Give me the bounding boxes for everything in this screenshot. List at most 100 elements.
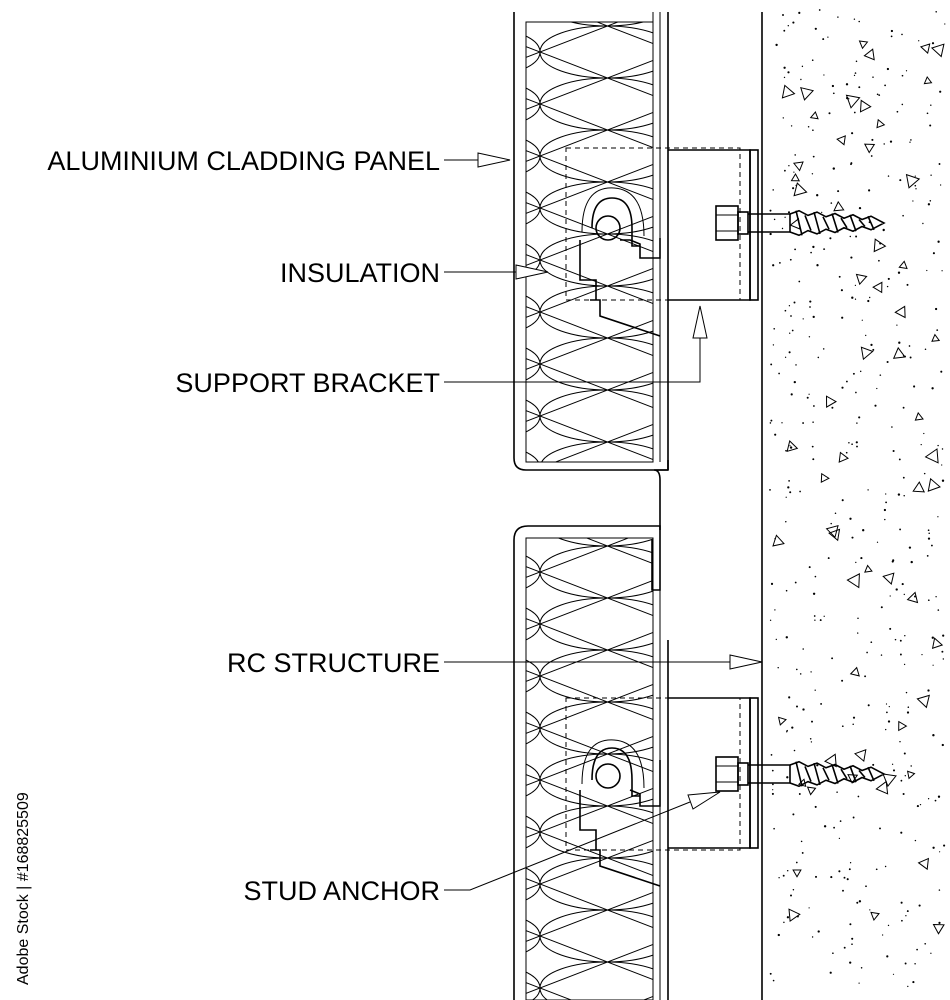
concrete-dot: [932, 734, 935, 737]
concrete-dot: [908, 546, 912, 549]
concrete-dot: [881, 934, 884, 936]
concrete-dot: [836, 791, 838, 793]
concrete-dot: [788, 351, 791, 354]
concrete-dot: [798, 11, 801, 14]
concrete-dot: [916, 805, 919, 808]
concrete-dot: [884, 865, 887, 868]
concrete-dot: [913, 385, 916, 388]
concrete-dot: [896, 110, 899, 113]
concrete-dot: [941, 743, 944, 747]
concrete-dot: [874, 404, 877, 407]
concrete-dot: [886, 285, 889, 288]
concrete-dot: [812, 315, 815, 319]
concrete-dot: [798, 793, 801, 795]
concrete-dot: [889, 595, 891, 597]
concrete-dot: [930, 104, 932, 106]
concrete-dot: [777, 666, 779, 669]
concrete-dot: [934, 799, 937, 802]
concrete-dot: [848, 441, 850, 444]
concrete-dot: [774, 609, 776, 611]
concrete-dot: [922, 222, 924, 225]
concrete-dot: [927, 537, 931, 540]
concrete-dot: [870, 155, 873, 157]
concrete-dot: [849, 517, 852, 520]
concrete-aggregate-triangle: [825, 524, 839, 539]
concrete-dot: [867, 489, 869, 491]
concrete-aggregate-triangle: [882, 773, 897, 788]
concrete-dot: [812, 245, 815, 249]
concrete-dot: [802, 708, 805, 711]
concrete-dot: [781, 422, 783, 424]
concrete-dot: [810, 671, 812, 673]
concrete-dot: [810, 741, 813, 743]
concrete-dot: [934, 307, 938, 311]
concrete-dot: [801, 65, 804, 68]
concrete-aggregate-triangle: [792, 869, 802, 878]
concrete-dot: [795, 861, 798, 864]
concrete-dot: [783, 66, 786, 69]
concrete-aggregate-triangle: [923, 76, 933, 85]
concrete-dot: [831, 657, 834, 660]
concrete-dot: [786, 776, 789, 779]
concrete-dot: [773, 218, 776, 221]
concrete-dot: [834, 512, 837, 515]
concrete-dot: [812, 405, 815, 407]
concrete-dot: [789, 332, 791, 334]
concrete-dot: [823, 248, 826, 251]
concrete-dot: [783, 76, 786, 79]
concrete-dot: [769, 489, 771, 491]
concrete-dot: [912, 200, 914, 202]
concrete-dot: [891, 426, 893, 428]
lower-support-bracket: [565, 697, 759, 887]
concrete-dot: [817, 356, 820, 359]
concrete-dot: [851, 536, 854, 539]
concrete-dot: [923, 472, 926, 475]
concrete-dot: [941, 270, 943, 272]
concrete-dot: [879, 827, 881, 830]
concrete-aggregate-triangle: [931, 637, 944, 649]
concrete-dot: [860, 557, 863, 560]
concrete-dot: [788, 305, 791, 307]
concrete-dot: [862, 529, 865, 532]
concrete-dot: [899, 653, 902, 656]
concrete-dot: [811, 720, 813, 723]
concrete-aggregate-triangle: [912, 481, 926, 493]
upper-stud-anchor: [715, 205, 886, 241]
concrete-aggregate: [772, 40, 945, 935]
concrete-speckle: [769, 9, 946, 988]
concrete-dot: [770, 754, 773, 756]
concrete-dot: [930, 544, 933, 547]
concrete-dot: [872, 348, 875, 351]
concrete-dot: [800, 78, 802, 81]
concrete-dot: [840, 289, 843, 292]
concrete-dot: [858, 416, 861, 419]
concrete-aggregate-triangle: [875, 780, 889, 795]
concrete-dot: [927, 599, 930, 602]
concrete-dot: [784, 309, 787, 312]
concrete-dot: [900, 831, 903, 834]
concrete-dot: [854, 298, 857, 300]
concrete-aggregate-triangle: [845, 94, 861, 109]
concrete-dot: [909, 141, 911, 143]
concrete-dot: [888, 705, 890, 708]
concrete-dot: [821, 211, 823, 213]
concrete-aggregate-triangle: [892, 346, 906, 359]
rc-structure: [761, 9, 946, 1000]
concrete-dot: [879, 374, 882, 376]
concrete-dot: [930, 174, 932, 176]
concrete-dot: [846, 878, 849, 881]
concrete-dot: [802, 422, 805, 424]
concrete-dot: [772, 979, 775, 982]
concrete-dot: [774, 433, 777, 436]
concrete-dot: [795, 668, 798, 671]
concrete-dot: [857, 617, 859, 619]
concrete-dot: [878, 94, 881, 96]
concrete-aggregate-triangle: [793, 182, 808, 197]
concrete-dot: [941, 479, 945, 482]
concrete-dot: [772, 789, 774, 791]
concrete-dot: [865, 885, 867, 888]
concrete-dot: [869, 909, 871, 911]
concrete-dot: [900, 901, 903, 904]
concrete-dot: [909, 356, 912, 359]
